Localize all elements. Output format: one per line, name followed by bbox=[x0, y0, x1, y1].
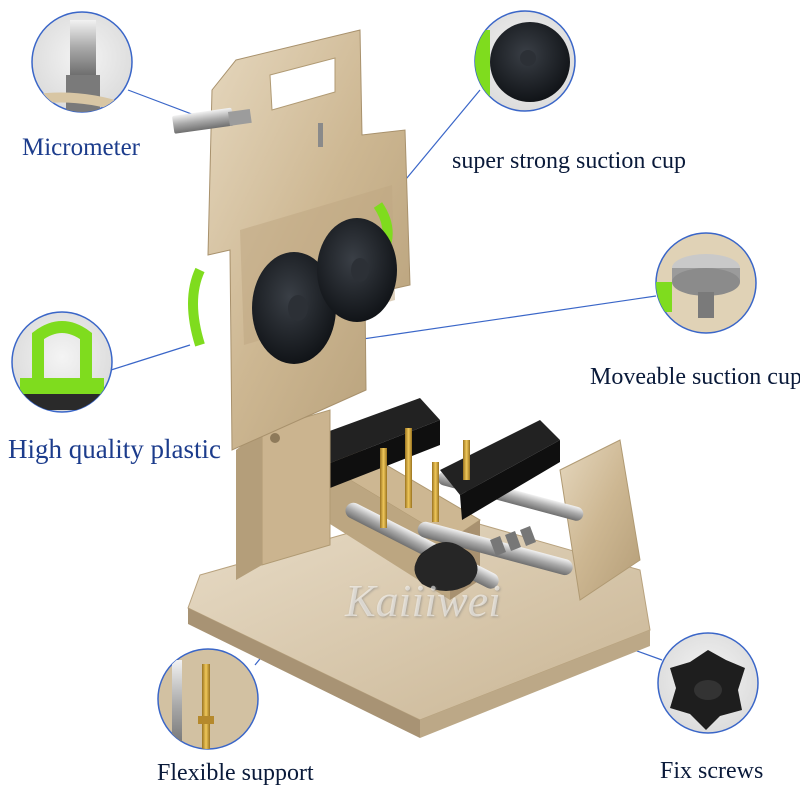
plastic-label: High quality plastic bbox=[8, 434, 221, 464]
brass-pin-icon bbox=[157, 648, 259, 750]
flexible-support-label: Flexible support bbox=[157, 760, 314, 786]
upright-stand bbox=[236, 409, 331, 580]
star-knob-icon bbox=[657, 632, 759, 734]
micrometer-icon bbox=[31, 11, 133, 113]
micrometer-label: Micrometer bbox=[22, 134, 141, 161]
moveable-cup-label: Moveable suction cup bbox=[590, 364, 800, 390]
suction-cups bbox=[252, 218, 397, 364]
moveable-knob-icon bbox=[655, 232, 757, 334]
support-pins bbox=[380, 428, 470, 528]
fix-screws-label: Fix screws bbox=[660, 758, 764, 784]
suction-cup-label: super strong suction cup bbox=[452, 148, 686, 174]
suction-cup-icon bbox=[474, 10, 576, 112]
star-knob bbox=[414, 542, 478, 591]
watermark: Kaiiiwei bbox=[345, 575, 501, 626]
plastic-handle-icon bbox=[11, 311, 113, 413]
micrometer bbox=[172, 107, 252, 134]
